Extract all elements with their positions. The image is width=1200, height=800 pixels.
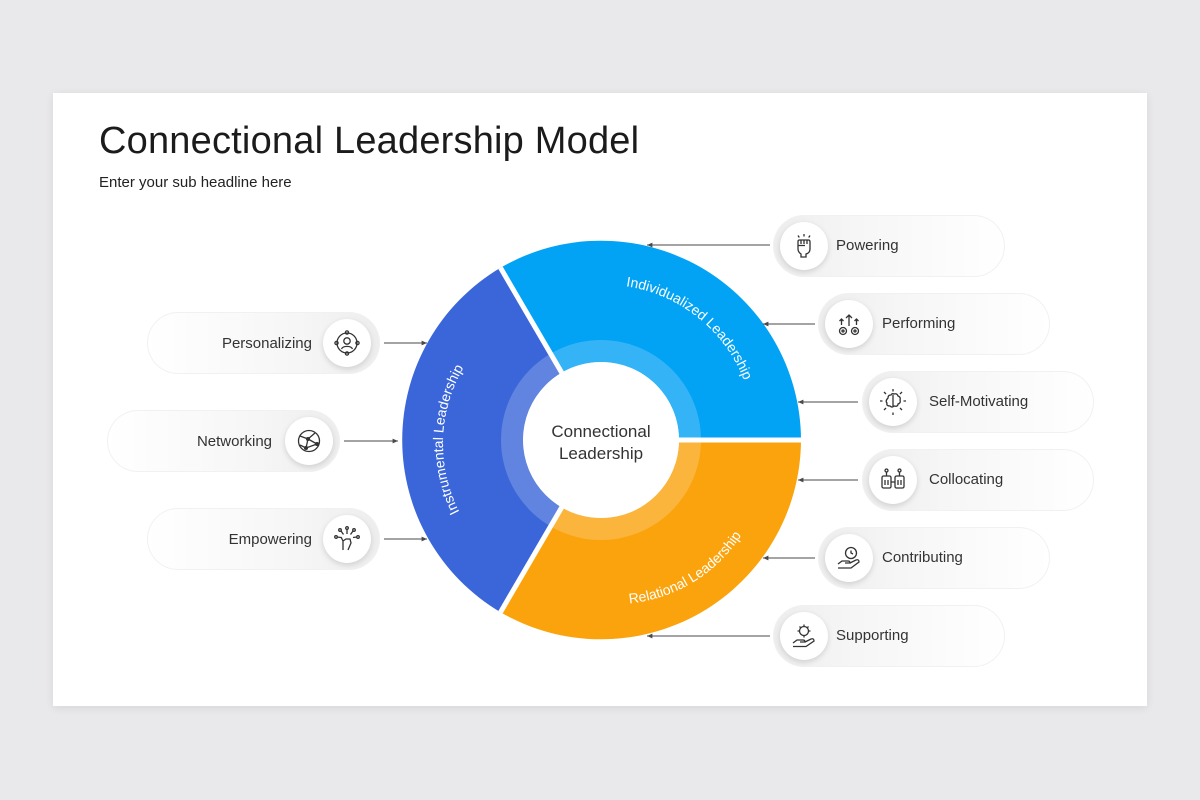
label-supporting: Supporting: [836, 627, 909, 644]
segment-individualized: [500, 240, 801, 440]
label-personalizing: Personalizing: [221, 335, 312, 352]
performing-gears-icon: [825, 300, 873, 348]
collocating-icon: [869, 456, 917, 504]
right-connectors: [647, 242, 858, 639]
label-contributing: Contributing: [882, 549, 963, 566]
label-collocating: Collocating: [929, 471, 1004, 488]
segment-relational: [500, 440, 801, 640]
segment-instrumental: [402, 267, 563, 613]
networking-globe-icon: [285, 417, 333, 465]
label-networking: Networking: [196, 433, 272, 450]
raised-fist-icon: [780, 222, 828, 270]
label-self-motivating: Self-Motivating: [929, 393, 1029, 410]
center-label-line2: Leadership: [559, 444, 643, 463]
label-powering: Powering: [836, 237, 899, 254]
center-label-line1: Connectional: [551, 422, 650, 441]
left-connectors: [344, 340, 427, 542]
supporting-hand-icon: [780, 612, 828, 660]
self-motivating-brain-icon: [869, 378, 917, 426]
label-empowering: Empowering: [228, 531, 312, 548]
page-title: Connectional Leadership Model: [99, 120, 640, 162]
empowering-hand-icon: [323, 515, 371, 563]
center-circle: [523, 362, 679, 518]
page-subtitle: Enter your sub headline here: [99, 174, 292, 191]
personalizing-icon: [323, 319, 371, 367]
contributing-hand-icon: [825, 534, 873, 582]
label-performing: Performing: [882, 315, 956, 332]
